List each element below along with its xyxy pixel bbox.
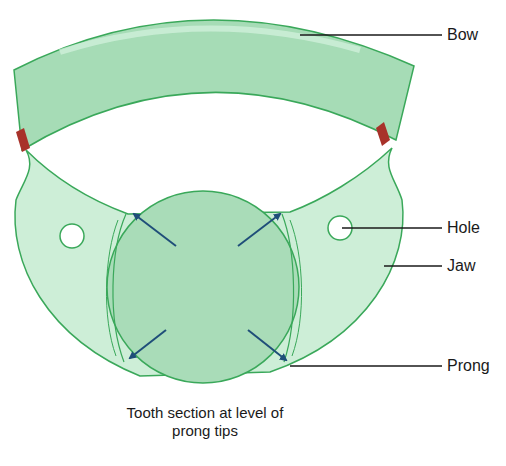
caption-label: Tooth section at level of prong tips <box>120 404 290 440</box>
bow-end-right <box>376 122 390 146</box>
part-label: Bow <box>447 25 478 44</box>
part-label: Prong <box>447 356 490 375</box>
force-arrows <box>130 214 286 360</box>
tooth-section <box>107 191 299 383</box>
bow-band <box>14 20 414 150</box>
prong-right-2 <box>290 220 302 356</box>
bow-highlight <box>60 28 360 52</box>
prong-right <box>282 214 294 362</box>
leader-lines <box>290 35 442 366</box>
part-label: Jaw <box>447 256 475 275</box>
part-label: Hole <box>447 218 480 237</box>
hole-left <box>60 224 84 248</box>
prong-left-2 <box>106 220 118 356</box>
bow-end-left <box>16 128 30 152</box>
prong-left <box>113 214 126 362</box>
